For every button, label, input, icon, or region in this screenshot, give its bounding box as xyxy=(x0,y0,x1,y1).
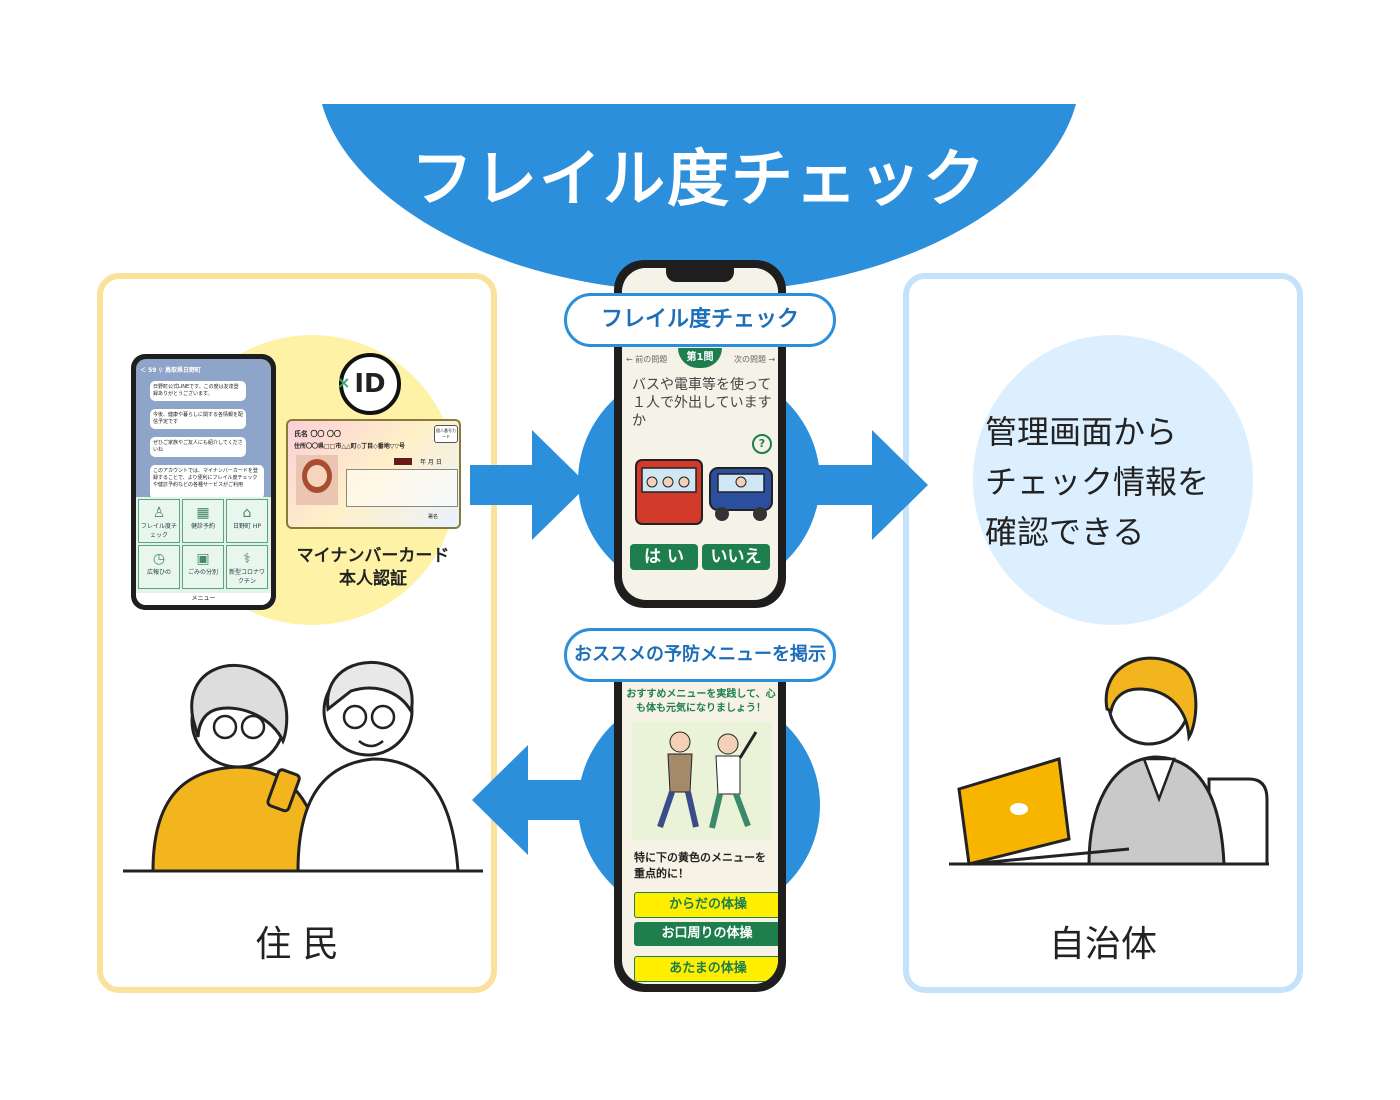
elderly-couple-illustration xyxy=(123,661,483,873)
arrow-left-icon xyxy=(472,745,590,855)
line-rich-menu: ♙フレイル度チェック ▦健診予約 ⌂日野町 HP ◷広報ひの ▣ごみの分別 ⚕新… xyxy=(136,497,271,593)
card-photo xyxy=(296,455,338,505)
admin-info-text: 管理画面から チェック情報を 確認できる xyxy=(985,407,1285,557)
rich-menu-tile[interactable]: ▦健診予約 xyxy=(182,499,224,543)
municipality-panel: 管理画面から チェック情報を 確認できる 自治体 xyxy=(903,273,1303,993)
line-message: 日野町公式LINEです。この度は友達登録ありがとうございます。 xyxy=(150,381,246,401)
arrow-right-icon xyxy=(810,430,928,540)
mynumber-caption: マイナンバーカード xyxy=(296,546,450,566)
line-app-phone: ＜ 59 ⚲ 鳥取県日野町 日野町公式LINEです。この度は友達登録ありがとうご… xyxy=(131,354,276,610)
no-button[interactable]: いいえ xyxy=(702,544,770,570)
resident-label: 住 民 xyxy=(255,924,339,965)
title-arc xyxy=(322,104,1076,292)
line-message: 今後、健康や暮らしに関する各情報を配信予定です xyxy=(150,409,246,429)
recommend-phone: おすすめメニューを実践して、心も体も元気になりましょう！ 特に下の黄色のメニュー… xyxy=(614,652,786,992)
recommend-screen: おすすめメニューを実践して、心も体も元気になりましょう！ 特に下の黄色のメニュー… xyxy=(622,660,778,984)
recommend-menu-pill: おススメの予防メニューを掲示 xyxy=(564,628,836,682)
card-name-label: 氏名 xyxy=(294,430,308,438)
brain-exercise-button[interactable]: あたまの体操 xyxy=(634,956,778,982)
admin-info-line: 管理画面から xyxy=(985,413,1178,451)
exercise-illustration xyxy=(632,722,772,840)
line-menu-bar[interactable]: メニュー xyxy=(136,593,271,605)
xid-logo: × ID xyxy=(337,353,401,415)
card-sign-label: 署名 xyxy=(428,514,439,520)
frailty-check-pill: フレイル度チェック xyxy=(564,293,836,347)
question-text: バスや電車等を使って１人で外出していますか xyxy=(632,377,772,429)
admin-info-line: チェック情報を xyxy=(985,463,1210,501)
arrow-right-icon xyxy=(470,430,588,540)
question-number: 第1問 xyxy=(678,348,722,368)
line-header: ＜ 59 ⚲ 鳥取県日野町 xyxy=(140,367,202,374)
next-question-link[interactable]: 次の問題 → xyxy=(734,355,776,364)
mynumber-caption-sub: 本人認証 xyxy=(339,569,407,589)
phone-notch xyxy=(666,266,734,282)
card-name-value: 〇〇 〇〇 xyxy=(310,430,341,438)
municipality-label: 自治体 xyxy=(1048,924,1157,965)
card-date-label: 年 月 日 xyxy=(420,459,442,466)
rich-menu-tile[interactable]: ⚕新型コロナワクチン xyxy=(226,545,268,589)
rich-menu-tile[interactable]: ⌂日野町 HP xyxy=(226,499,268,543)
card-badge: 個人番号カード xyxy=(434,425,458,443)
office-worker-illustration xyxy=(949,656,1269,866)
help-icon[interactable]: ? xyxy=(752,434,772,454)
rich-menu-tile[interactable]: ♙フレイル度チェック xyxy=(138,499,180,543)
body-exercise-button[interactable]: からだの体操 xyxy=(634,892,778,918)
main-title: フレイル度チェック xyxy=(410,142,987,215)
admin-info-line: 確認できる xyxy=(985,513,1145,551)
rich-menu-tile[interactable]: ▣ごみの分別 xyxy=(182,545,224,589)
admin-info-bubble xyxy=(973,335,1253,625)
mouth-exercise-button[interactable]: お口周りの体操 xyxy=(634,922,778,946)
line-message: ぜひご家族やご友人にも紹介してくださいね xyxy=(150,437,246,457)
recommend-header: おすすめメニューを実践して、心も体も元気になりましょう！ xyxy=(626,689,776,714)
recommend-note: 特に下の黄色のメニューを重点的に！ xyxy=(634,851,766,880)
resident-panel: ＜ 59 ⚲ 鳥取県日野町 日野町公式LINEです。この度は友達登録ありがとうご… xyxy=(97,273,497,993)
line-message: このアカウントでは、マイナンバーカードを登録することで、より便利にフレイル度チェ… xyxy=(150,465,264,499)
prev-question-link[interactable]: ← 前の問題 xyxy=(626,355,668,364)
bus-car-illustration xyxy=(635,459,773,525)
mynumber-card: 氏名 〇〇 〇〇 住所〇〇県□□市△△町◇丁目◇番地▽▽号 個人番号カード 年 … xyxy=(286,419,461,529)
card-address: 住所〇〇県□□市△△町◇丁目◇番地▽▽号 xyxy=(294,443,406,450)
rich-menu-tile[interactable]: ◷広報ひの xyxy=(138,545,180,589)
yes-button[interactable]: は い xyxy=(630,544,698,570)
